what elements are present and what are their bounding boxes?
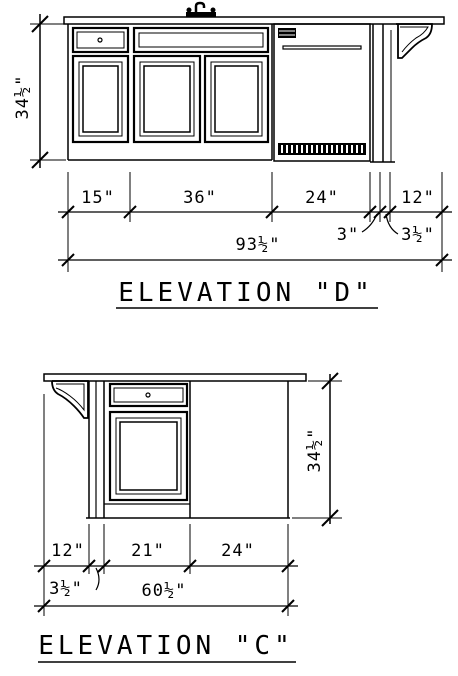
door-right — [203, 54, 270, 144]
height-dim-d — [30, 14, 66, 169]
leader-3 — [361, 213, 378, 233]
end-panel-d — [370, 24, 395, 163]
height-dim-c — [292, 372, 342, 527]
elevation-d-title: ELEVATION "D" — [118, 278, 374, 308]
height-label-d: 34½" — [13, 75, 33, 120]
segment-dim-line-c — [34, 559, 298, 573]
overall-dim-line-c — [34, 599, 298, 613]
door-left — [71, 54, 130, 144]
dim-24-c: 24" — [221, 541, 255, 561]
elevation-c-title: ELEVATION "C" — [38, 631, 294, 661]
witness-lines-d — [67, 172, 443, 272]
height-label-c: 34½" — [305, 428, 325, 473]
dim-12: 12" — [401, 188, 435, 208]
dishwasher-handle — [282, 45, 362, 50]
dim-3: 3" — [337, 225, 359, 245]
elevation-d: 34½" 15" 36" 24" 12 — [13, 1, 452, 309]
dim-3half: 3½" — [401, 225, 435, 245]
dim-3half-c: 3½" — [49, 579, 83, 599]
false-drawer-sink — [132, 26, 270, 54]
drawer-c — [108, 382, 189, 408]
dim-12-c: 12" — [51, 541, 85, 561]
elevation-c: 34½" 12" 21" 24" 3½" — [34, 372, 342, 663]
countertop-c — [43, 373, 307, 382]
leader-3half-c — [95, 567, 100, 591]
dishwasher — [273, 23, 371, 162]
door-center — [132, 54, 202, 144]
leader-3half — [385, 213, 399, 235]
end-panel-c — [88, 381, 105, 518]
door-c — [108, 410, 189, 502]
drawer-knob-c — [145, 392, 151, 398]
segment-dim-line-d — [58, 205, 452, 219]
corbel-c — [51, 380, 89, 419]
dim-21-c: 21" — [131, 541, 165, 561]
dim-15: 15" — [81, 188, 115, 208]
corbel-d — [396, 23, 433, 59]
dishwasher-controls — [278, 28, 296, 38]
base-cabinet-c — [86, 381, 290, 519]
dim-36: 36" — [183, 188, 217, 208]
drawer-knob — [97, 37, 103, 43]
dim-total-c: 60½" — [142, 581, 187, 601]
overall-dim-line-d — [58, 253, 452, 267]
countertop-d — [63, 16, 445, 25]
dim-24: 24" — [305, 188, 339, 208]
faucet — [186, 1, 216, 17]
dim-total-d: 93½" — [236, 235, 281, 255]
drawer-left — [71, 26, 130, 54]
base-cabinet-d — [67, 24, 273, 161]
